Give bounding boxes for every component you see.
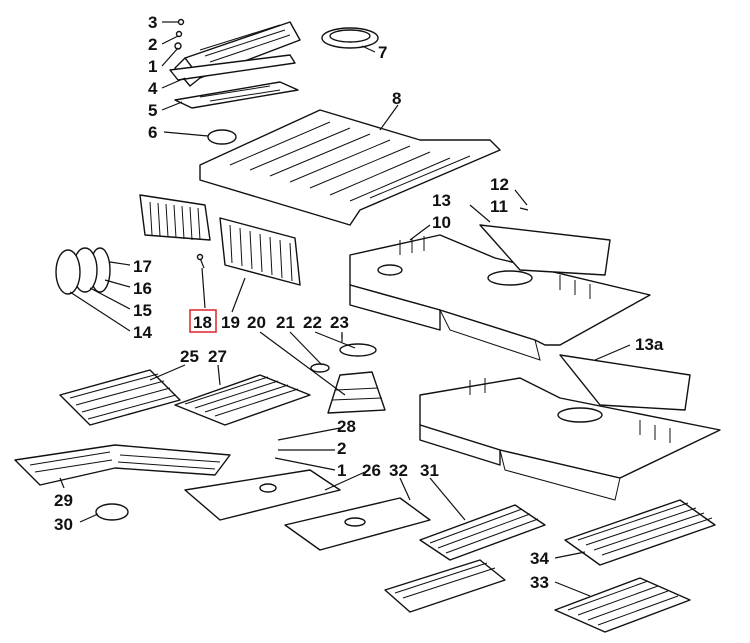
callout-6: 6 (148, 123, 157, 142)
floor-plate-32 (284, 497, 431, 551)
callout-19: 19 (221, 313, 240, 332)
floor-mat-8 (199, 109, 501, 226)
callout-18[interactable]: 18 (193, 313, 212, 332)
callout-30: 30 (54, 515, 73, 534)
floor-mat-29 (14, 444, 231, 486)
callout-2: 2 (148, 35, 157, 54)
callout-34: 34 (530, 549, 549, 568)
callout-22: 22 (303, 313, 322, 332)
tunnel-base-plate (174, 81, 299, 109)
callout-labels: 3 2 1 4 5 6 7 8 12 11 13 10 17 16 15 14 … (54, 13, 664, 592)
callout-10: 10 (432, 213, 451, 232)
callout-27: 27 (208, 347, 227, 366)
rear-partition-17 (139, 194, 211, 241)
callout-13a: 13a (635, 335, 664, 354)
chassis-frame-13a (419, 354, 721, 501)
partition-19 (219, 217, 301, 286)
callout-3: 3 (148, 13, 157, 32)
callout-11: 11 (490, 197, 508, 216)
tunnel-cover-part (169, 21, 301, 87)
callout-23: 23 (330, 313, 349, 332)
small-fasteners (174, 18, 185, 50)
callout-4: 4 (148, 79, 158, 98)
callout-12: 12 (490, 175, 509, 194)
pin-18 (196, 253, 205, 269)
callout-8: 8 (392, 89, 401, 108)
callout-21: 21 (276, 313, 295, 332)
floor-mat-33 (554, 577, 691, 633)
plug-30 (95, 503, 129, 521)
callout-2b: 2 (337, 439, 346, 458)
callout-14: 14 (133, 323, 152, 342)
callout-32: 32 (389, 461, 408, 480)
callout-31: 31 (420, 461, 439, 480)
floor-plate-26 (184, 469, 341, 521)
callout-28: 28 (337, 417, 356, 436)
callout-16: 16 (133, 279, 152, 298)
floor-mat-31 (384, 504, 546, 613)
callout-15: 15 (133, 301, 152, 320)
floor-mat-34 (564, 499, 716, 566)
leader-lines (59, 21, 631, 597)
grommet-6 (207, 129, 237, 145)
callout-25: 25 (180, 347, 199, 366)
callout-18-highlight (189, 309, 217, 333)
callout-7: 7 (378, 43, 387, 62)
callout-20: 20 (247, 313, 266, 332)
chassis-frame-13 (349, 224, 651, 361)
floor-mat-25 (59, 369, 181, 426)
callout-33: 33 (530, 573, 549, 592)
callout-17: 17 (133, 257, 152, 276)
callout-1b: 1 (337, 461, 346, 480)
callout-5: 5 (148, 101, 157, 120)
callout-29: 29 (54, 491, 73, 510)
floor-mat-27 (174, 374, 311, 426)
shift-boot (310, 334, 386, 414)
oval-cover-7 (321, 27, 379, 49)
seal-rings (55, 247, 111, 295)
callout-13: 13 (432, 191, 451, 210)
callout-26: 26 (362, 461, 381, 480)
callout-1: 1 (148, 57, 157, 76)
